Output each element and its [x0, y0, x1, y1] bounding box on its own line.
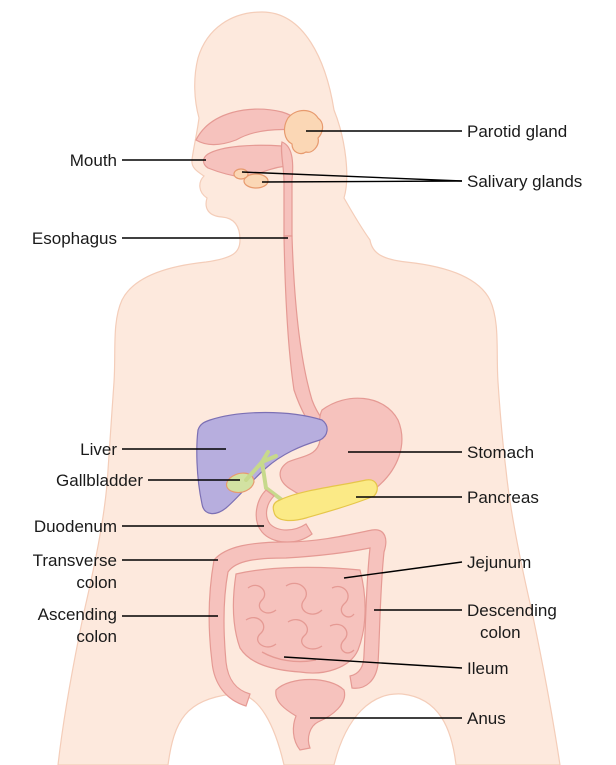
label-ileum: Ileum [467, 659, 509, 678]
label-salivary-glands: Salivary glands [467, 172, 582, 191]
label-gallbladder: Gallbladder [56, 471, 143, 490]
label-descending-colon-line2: colon [480, 623, 521, 642]
label-transverse-colon-line2: colon [76, 573, 117, 592]
label-ascending-colon-line2: colon [76, 627, 117, 646]
label-parotid-gland: Parotid gland [467, 122, 567, 141]
label-transverse-colon-line1: Transverse [33, 551, 117, 570]
label-duodenum: Duodenum [34, 517, 117, 536]
label-stomach: Stomach [467, 443, 534, 462]
label-jejunum: Jejunum [467, 553, 531, 572]
label-ascending-colon-line1: Ascending [38, 605, 117, 624]
sublingual-gland [234, 169, 248, 179]
label-anus: Anus [467, 709, 506, 728]
label-descending-colon-line1: Descending [467, 601, 557, 620]
label-liver: Liver [80, 440, 117, 459]
label-mouth: Mouth [70, 151, 117, 170]
leader-salivary-lower [262, 181, 462, 182]
label-esophagus: Esophagus [32, 229, 117, 248]
label-pancreas: Pancreas [467, 488, 539, 507]
